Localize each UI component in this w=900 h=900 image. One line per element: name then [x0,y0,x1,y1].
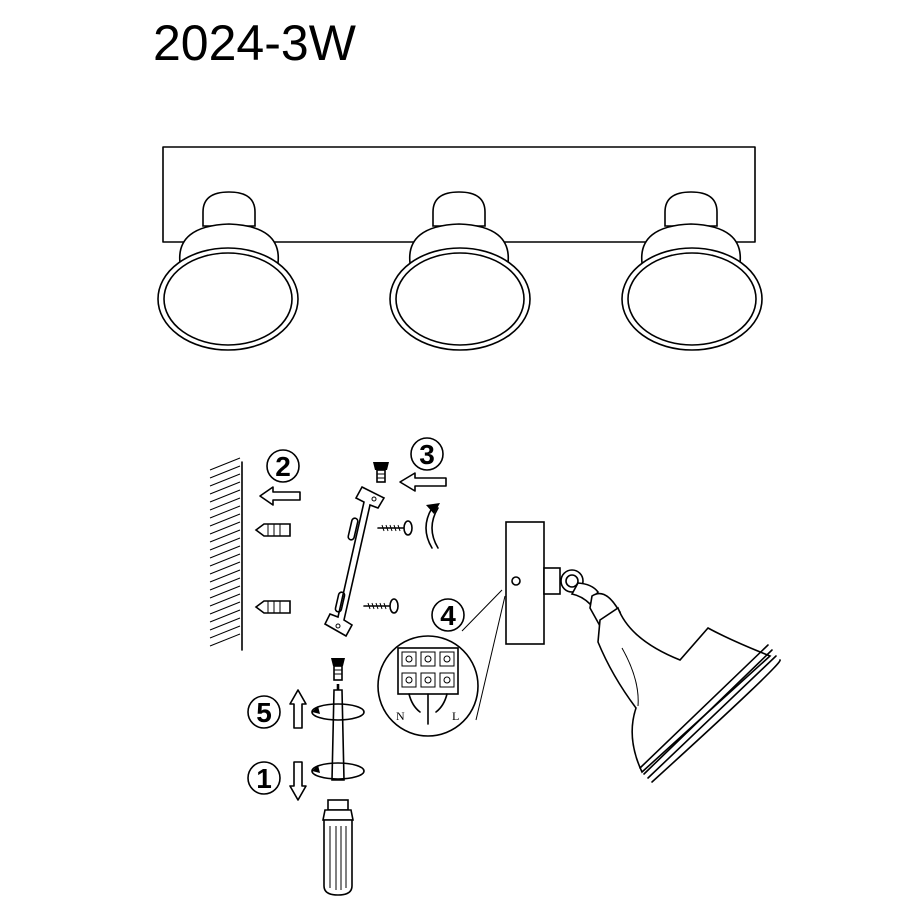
wall-hatch-line [209,585,241,599]
svg-text:5: 5 [256,697,272,728]
step-2-marker: 2 [266,449,300,483]
model-title: 2024-3W [153,15,357,71]
wall-plug-icon-lower [254,600,291,614]
wall-hatch-line [209,457,241,471]
arrow-up-icon [289,689,307,729]
wall-plug-icon-upper [254,523,291,537]
terminal-block-icon: N L [377,635,479,737]
wall-hatch-line [209,593,241,607]
wood-screw-icon-lower [363,598,399,614]
wall-hatch-line [209,465,241,479]
wall-icon [209,457,243,651]
wall-hatch-line [209,569,241,583]
detail-callout-lines [461,589,506,721]
step-1-marker: 1 [247,761,281,795]
bolt-icon [331,658,345,681]
wall-hatch-line [209,601,241,615]
svg-text:3: 3 [419,439,435,470]
wood-screw-icon-upper [377,520,413,536]
arrow-down-icon [289,761,307,801]
step-4-marker: 4 [431,598,465,632]
wall-hatch-line [209,545,241,559]
wall-hatch-line [209,537,241,551]
live-wire-label: L [452,709,459,723]
arrow-left-icon [259,486,301,506]
wall-hatch-line [209,609,241,623]
machine-screw-icon [373,462,389,483]
wall-hatch-line [209,617,241,631]
rotate-arrow-icon [425,503,440,549]
step-3-marker: 3 [410,437,444,471]
svg-text:1: 1 [256,763,272,794]
svg-text:2: 2 [275,451,291,482]
wall-hatch-line [209,513,241,527]
spotlight-3 [621,191,763,351]
wall-hatch-line [209,481,241,495]
wall-hatch-line [209,553,241,567]
wall-hatch-line [209,497,241,511]
wall-hatch-line [209,489,241,503]
spotlight-2 [389,191,531,351]
step-5-marker: 5 [247,695,281,729]
wall-hatch-line [209,625,241,639]
wall-hatch-line [209,521,241,535]
wall-hatch-line [209,561,241,575]
spotlight-side-view [505,521,781,783]
neutral-wire-label: N [396,709,405,723]
wall-hatch-line [209,473,241,487]
wall-hatch-line [209,577,241,591]
wall-hatch-line [209,633,241,647]
arrow-left-icon-2 [399,472,447,492]
wall-hatch-line [209,505,241,519]
spotlight-1 [157,191,299,351]
svg-text:4: 4 [440,600,456,631]
wall-hatch-line [209,529,241,543]
fixture-front-view [157,146,763,351]
mounting-bracket-icon [323,485,386,638]
screwdriver-icon [311,684,365,896]
